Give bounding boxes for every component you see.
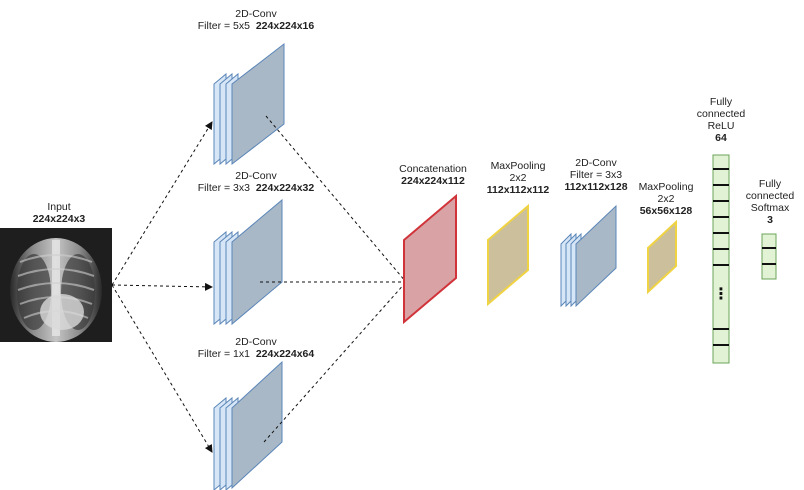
input-xray-image: [0, 228, 112, 342]
conv3-filter: Filter = 3x3: [197, 182, 250, 194]
pool1-label: MaxPooling 2x2 112x112x112: [487, 160, 550, 196]
input-label: Input 224x224x3: [33, 201, 86, 225]
pool1-block: [487, 203, 529, 307]
arrow-input-to-conv5: [111, 121, 213, 286]
fc-relu-units: 64: [715, 132, 727, 144]
concat-shape: 224x224x112: [401, 175, 465, 187]
conv1-filter-line: Filter = 1x1 224x224x64: [198, 348, 314, 360]
conv5-shape: 224x224x16: [255, 20, 315, 32]
line-conv1-to-concat: [263, 281, 407, 443]
conv3-shape: 224x224x32: [255, 182, 315, 194]
conv-b-filter: Filter = 3x3: [569, 169, 623, 181]
fc-softmax-label: Fully connected Softmax 3: [746, 178, 794, 226]
pool1-shape: 112x112x112: [486, 184, 550, 196]
arrow-input-to-conv3: [111, 282, 213, 291]
pool1-title: MaxPooling: [490, 160, 546, 172]
input-title: Input: [47, 201, 71, 213]
conv3-filter-line: Filter = 3x3 224x224x32: [198, 182, 314, 194]
pool2-shape: 56x56x128: [639, 205, 693, 217]
conv-b-shape: 112x112x128: [564, 181, 628, 193]
fc-softmax-line2: connected: [745, 190, 795, 202]
conv3-label: 2D-Conv Filter = 3x3 224x224x32: [198, 170, 314, 194]
concat-block: [403, 193, 457, 325]
fc-relu-ellipsis: ⋮: [713, 284, 729, 303]
conv-b-title: 2D-Conv: [575, 157, 617, 169]
conv5-filter: Filter = 5x5: [197, 20, 250, 32]
conv5-title: 2D-Conv: [235, 8, 277, 20]
arrow-input-to-conv1: [111, 284, 213, 453]
concat-title: Concatenation: [399, 163, 467, 175]
conv1-shape: 224x224x64: [255, 348, 315, 360]
fc-softmax-line3: Softmax: [750, 202, 790, 214]
line-conv5-to-concat: [265, 115, 407, 283]
fc-softmax-layer: [761, 233, 777, 280]
pool2-title: MaxPooling: [638, 181, 694, 193]
fc-relu-line3: ReLU: [707, 120, 735, 132]
fc-relu-line2: connected: [696, 108, 746, 120]
pool2-size: 2x2: [657, 193, 675, 205]
fc-relu-label: Fully connected ReLU 64: [697, 96, 745, 144]
input-shape: 224x224x3: [32, 213, 86, 225]
conv5-block: [213, 42, 285, 166]
conv1-block: [213, 360, 283, 490]
concat-label: Concatenation 224x224x112: [399, 163, 467, 187]
fc-softmax-line1: Fully: [758, 178, 782, 190]
conv-b-label: 2D-Conv Filter = 3x3 112x112x128: [564, 157, 627, 193]
conv3-block: [213, 198, 283, 326]
conv3-title: 2D-Conv: [235, 170, 277, 182]
fc-relu-line1: Fully: [709, 96, 733, 108]
conv5-filter-line: Filter = 5x5 224x224x16: [198, 20, 314, 32]
fc-softmax-units: 3: [767, 214, 773, 226]
conv1-label: 2D-Conv Filter = 1x1 224x224x64: [198, 336, 314, 360]
conv5-label: 2D-Conv Filter = 5x5 224x224x16: [198, 8, 314, 32]
pool2-label: MaxPooling 2x2 56x56x128: [639, 181, 694, 217]
pool1-size: 2x2: [509, 172, 527, 184]
conv1-filter: Filter = 1x1: [197, 348, 250, 360]
pool2-block: [647, 219, 677, 295]
conv-b-block: [560, 204, 617, 308]
conv1-title: 2D-Conv: [235, 336, 277, 348]
fc-relu-layer: ⋮: [712, 154, 730, 364]
